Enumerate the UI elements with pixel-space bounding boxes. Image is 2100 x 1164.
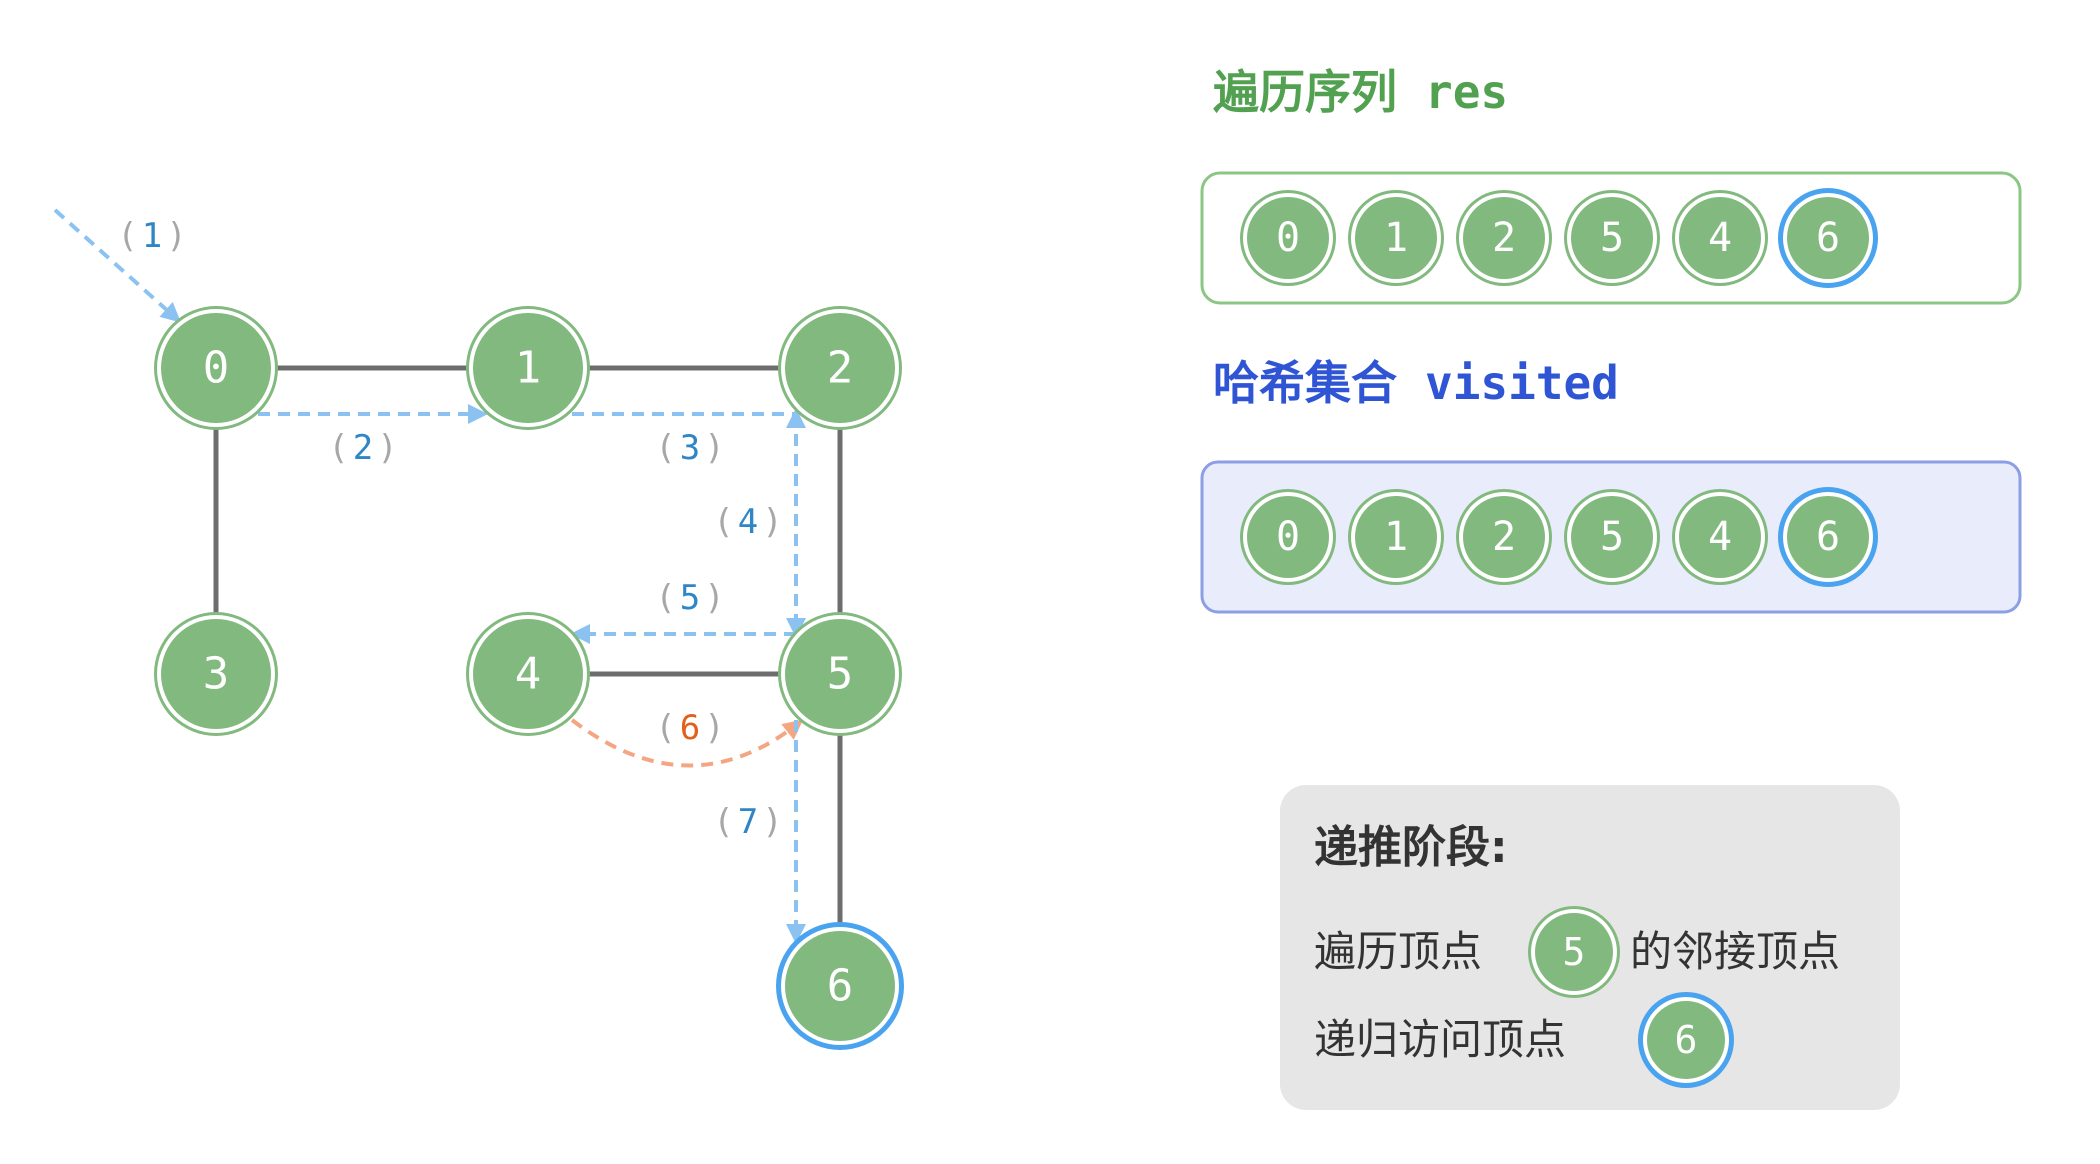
- visited-panel: 哈希集合 visited 0 1 2 5 4 6: [1200, 356, 2022, 614]
- note-node-5: 5: [1528, 906, 1620, 998]
- res-item-2-label: 2: [1492, 215, 1516, 261]
- graph-node-2-label: 2: [827, 343, 854, 394]
- note-line1-post: 的邻接顶点: [1630, 927, 1840, 976]
- step-label-1: (1): [117, 216, 186, 256]
- visited-title-code: visited: [1425, 356, 1619, 410]
- res-item-4-label: 4: [1708, 215, 1732, 261]
- graph-node-6-fill: [785, 931, 895, 1041]
- graph-node-1-fill: [473, 313, 583, 423]
- note-heading: 递推阶段:: [1314, 822, 1508, 873]
- res-item-0-label: 0: [1276, 215, 1300, 261]
- visited-item-3-fill: [1571, 496, 1653, 578]
- step-label-2: (2): [328, 428, 397, 468]
- graph-node-4-fill: [473, 619, 583, 729]
- graph-node-3: 3: [154, 612, 278, 736]
- graph-nodes: 0 1 2 3 4 5 6: [154, 306, 904, 1050]
- note-node1-fill: [1535, 913, 1613, 991]
- res-item-3: 5: [1564, 190, 1660, 286]
- visited-items: 0 1 2 5 4 6: [1240, 487, 1878, 587]
- visited-item-5-label: 6: [1816, 514, 1840, 560]
- visited-title-cn: 哈希集合: [1213, 356, 1397, 410]
- step-label-6: (6): [655, 708, 724, 748]
- res-item-4-fill: [1679, 197, 1761, 279]
- res-item-1: 1: [1348, 190, 1444, 286]
- graph-node-5-fill: [785, 619, 895, 729]
- note-node2-fill: [1647, 1001, 1725, 1079]
- note-node2-label: 6: [1675, 1018, 1698, 1062]
- graph-node-4: 4: [466, 612, 590, 736]
- step-label-3: (3): [655, 428, 724, 468]
- note-node2: 6: [1638, 992, 1734, 1088]
- visited-item-4-fill: [1679, 496, 1761, 578]
- graph-node-5-label: 5: [827, 649, 854, 700]
- graph-node-0-fill: [161, 313, 271, 423]
- graph-node-0: 0: [154, 306, 278, 430]
- res-items: 0 1 2 5 4 6: [1240, 188, 1878, 288]
- visited-item-4-label: 4: [1708, 514, 1732, 560]
- step-arrow-3: [572, 408, 806, 428]
- traversal-step-arrows: (1) (2) (3) (4) (5) (6) (7): [53, 208, 806, 944]
- graph-node-3-label: 3: [203, 649, 230, 700]
- res-item-3-fill: [1571, 197, 1653, 279]
- visited-item-0-fill: [1247, 496, 1329, 578]
- step-arrow-1: [53, 208, 181, 323]
- visited-item-2-fill: [1463, 496, 1545, 578]
- note-node-6: 6: [1638, 992, 1734, 1088]
- visited-item-4: 4: [1672, 489, 1768, 585]
- res-title-code: res: [1425, 65, 1508, 119]
- note-line2-pre: 递归访问顶点: [1314, 1015, 1566, 1064]
- res-panel: 遍历序列 res 0 1 2 5 4 6: [1200, 65, 2022, 305]
- note-node1: 5: [1528, 906, 1620, 998]
- visited-title: 哈希集合 visited: [1213, 356, 1619, 410]
- visited-item-1: 1: [1348, 489, 1444, 585]
- graph-node-4-label: 4: [515, 649, 542, 700]
- res-title-cn: 遍历序列: [1213, 65, 1397, 119]
- visited-item-5-fill: [1787, 496, 1869, 578]
- res-item-2: 2: [1456, 190, 1552, 286]
- step-label-5: (5): [655, 578, 724, 618]
- res-item-1-label: 1: [1384, 215, 1408, 261]
- graph-node-2-fill: [785, 313, 895, 423]
- graph-node-1-label: 1: [515, 343, 542, 394]
- graph-node-1: 1: [466, 306, 590, 430]
- res-item-5-label: 6: [1816, 215, 1840, 261]
- explanation-note: 递推阶段: 遍历顶点 5 的邻接顶点 递归访问顶点 6: [1280, 785, 1900, 1110]
- res-item-4: 4: [1672, 190, 1768, 286]
- res-title: 遍历序列 res: [1213, 65, 1508, 119]
- visited-item-5: 6: [1778, 487, 1878, 587]
- step-label-4: (4): [713, 502, 782, 542]
- res-item-5: 6: [1778, 188, 1878, 288]
- visited-item-2-label: 2: [1492, 514, 1516, 560]
- res-item-0: 0: [1240, 190, 1336, 286]
- visited-item-0: 0: [1240, 489, 1336, 585]
- graph-node-0-label: 0: [203, 343, 230, 394]
- graph-node-6-label: 6: [827, 961, 854, 1012]
- visited-item-1-label: 1: [1384, 514, 1408, 560]
- visited-item-1-fill: [1355, 496, 1437, 578]
- res-item-5-fill: [1787, 197, 1869, 279]
- graph-node-3-fill: [161, 619, 271, 729]
- note-line1-pre: 遍历顶点: [1314, 927, 1482, 976]
- res-item-2-fill: [1463, 197, 1545, 279]
- graph-node-2: 2: [778, 306, 902, 430]
- graph-node-6: 6: [776, 922, 904, 1050]
- note-node1-label: 5: [1563, 930, 1586, 974]
- step-arrow-6: [570, 718, 804, 768]
- visited-item-3-label: 5: [1600, 514, 1624, 560]
- step-label-7: (7): [713, 802, 782, 842]
- res-item-0-fill: [1247, 197, 1329, 279]
- res-item-1-fill: [1355, 197, 1437, 279]
- res-item-3-label: 5: [1600, 215, 1624, 261]
- visited-item-0-label: 0: [1276, 514, 1300, 560]
- graph-node-5: 5: [778, 612, 902, 736]
- visited-item-3: 5: [1564, 489, 1660, 585]
- visited-item-2: 2: [1456, 489, 1552, 585]
